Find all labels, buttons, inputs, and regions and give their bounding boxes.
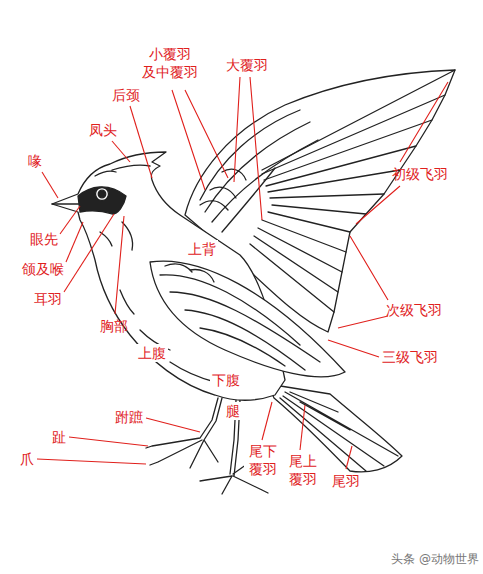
part-label: 大覆羽 [226,56,268,74]
leader-line [69,437,148,446]
wing-coverts [200,110,318,232]
eye-ring [96,188,109,201]
folded-wing-feathers [160,264,320,370]
leader-lines [37,77,448,469]
eye [98,190,106,198]
folded-wing [150,261,345,377]
leader-line [328,340,379,357]
leader-line [346,446,352,469]
beak [52,203,80,204]
part-label: 爪 [20,450,34,468]
part-label: 尾羽 [332,472,360,490]
part-label: 腿 [224,402,242,420]
leader-line [42,172,58,198]
part-label: 次级飞羽 [386,301,442,319]
part-label: 颌及喉 [22,260,64,278]
part-label: 初级飞羽 [392,165,448,183]
eye-mask [78,187,126,214]
leader-line [300,405,305,450]
part-label: 眼先 [30,230,58,248]
part-label: 喙 [28,152,42,170]
leader-line [146,418,200,432]
leader-line [172,90,228,190]
part-label: 上腹 [136,344,168,362]
part-label: 后颈 [112,86,140,104]
leg [146,398,222,468]
part-label: 上背 [186,240,218,258]
leader-line [262,402,272,440]
part-label: 凤头 [89,121,117,139]
leader-line [64,214,114,292]
leader-line [112,141,130,162]
part-label: 趾 [52,428,66,446]
belly-feathers [120,290,215,382]
part-label: 尾上 覆羽 [284,452,322,488]
leader-line [338,236,388,328]
leader-line [356,82,448,224]
leader-line [130,106,152,178]
part-label: 胸部 [100,317,128,335]
leader-line [37,459,146,464]
part-label: 跗蹠 [115,408,143,426]
part-label: 小覆羽 及中覆羽 [136,45,204,81]
part-label: 三级飞羽 [382,348,438,366]
part-label: 耳羽 [34,290,62,308]
leader-line [234,77,262,220]
leader-line [60,206,80,234]
part-label: 尾下 覆羽 [244,442,282,478]
part-label: 下腹 [210,371,242,389]
wing-feathers [250,70,455,312]
watermark: 头条 @动物世界 [391,552,479,568]
leader-line [115,216,124,314]
leader-line [66,222,83,262]
